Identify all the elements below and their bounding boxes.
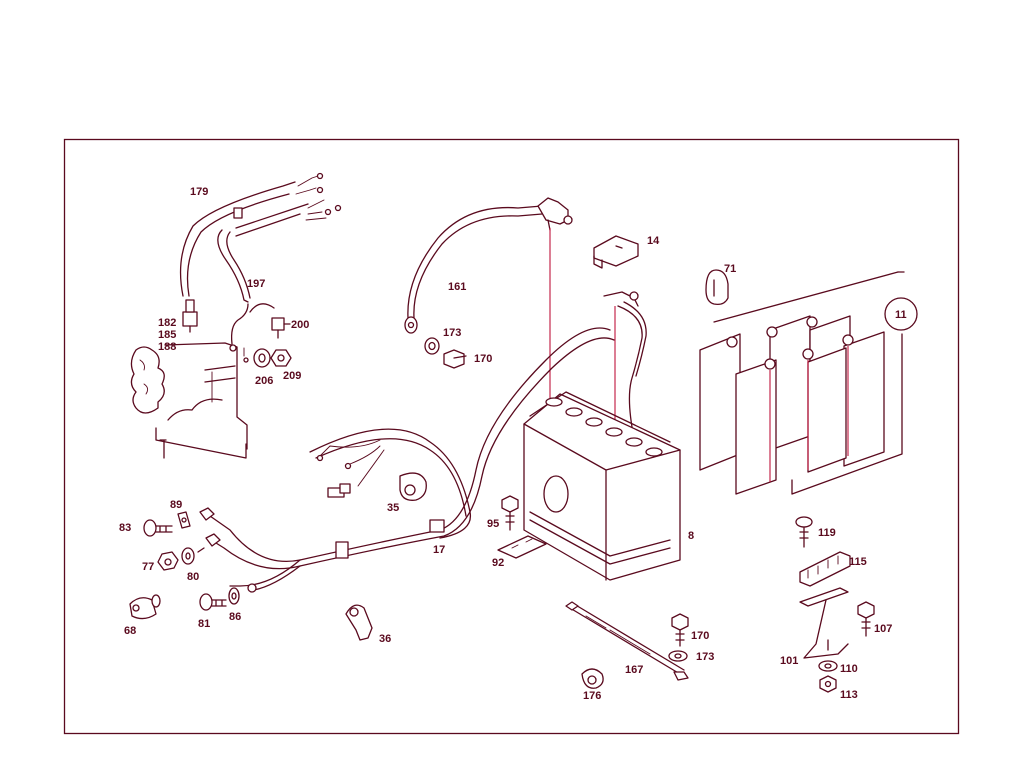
callout-71: 71: [724, 263, 736, 275]
part-14-bracket: [593, 235, 639, 269]
callout-170-upper: 170: [474, 353, 492, 365]
part-182-connector: [182, 299, 198, 333]
part-positive-cable: [603, 291, 647, 439]
callout-170-lower: 170: [691, 630, 709, 642]
part-36-bracket: [345, 604, 373, 641]
part-170-bolt-lower: [671, 613, 689, 647]
callout-92: 92: [492, 557, 504, 569]
callout-115: 115: [849, 556, 867, 568]
callout-81: 81: [198, 618, 210, 630]
callout-173-upper: 173: [443, 327, 461, 339]
battery-cell-caps: [545, 397, 663, 457]
part-101-bracket: [799, 587, 849, 659]
part-173-washer-lower: [668, 650, 688, 662]
callout-36: 36: [379, 633, 391, 645]
callout-101: 101: [780, 655, 798, 667]
callout-119: 119: [818, 527, 836, 539]
part-197-cable: [229, 303, 249, 352]
part-11-cell-pack: [699, 271, 918, 495]
callout-113: 113: [840, 689, 858, 701]
callout-83: 83: [119, 522, 131, 534]
part-77-nut: [157, 551, 179, 571]
callout-77: 77: [142, 561, 154, 573]
callout-86: 86: [229, 611, 241, 623]
callout-89: 89: [170, 499, 182, 511]
callout-80: 80: [187, 571, 199, 583]
part-113-nut: [819, 675, 837, 693]
callout-188: 188: [158, 341, 176, 353]
part-161-battery-cable: [404, 197, 573, 334]
part-110-washer: [818, 660, 838, 672]
part-95-bolt: [501, 495, 519, 531]
callout-68: 68: [124, 625, 136, 637]
part-92-plate: [497, 535, 547, 559]
part-167-ground-strap: [565, 601, 689, 681]
engine-block-outline: [130, 342, 248, 459]
part-89-clip: [177, 511, 191, 529]
callout-14: 14: [647, 235, 660, 247]
callout-110: 110: [840, 663, 858, 675]
callout-161: 161: [448, 281, 466, 293]
part-200-connector: [249, 303, 291, 339]
part-86-washer: [228, 587, 240, 605]
part-83-bolt: [143, 519, 173, 537]
callout-176: 176: [583, 690, 601, 702]
callout-200: 200: [291, 319, 309, 331]
callout-167: 167: [625, 664, 643, 676]
part-209-nut: [270, 349, 292, 367]
part-8-battery: [523, 391, 681, 581]
part-71-clip: [705, 269, 729, 306]
callout-179: 179: [190, 186, 208, 198]
callout-185: 185: [158, 329, 176, 341]
callout-35: 35: [387, 502, 399, 514]
callout-197: 197: [247, 278, 265, 290]
part-176-clamp: [581, 668, 604, 689]
callout-11: 11: [895, 309, 907, 321]
part-115-terminal-block: [799, 551, 851, 587]
callout-206: 206: [255, 375, 273, 387]
part-107-bolt: [857, 601, 875, 637]
part-173-washer-upper: [424, 337, 440, 355]
callout-8: 8: [688, 530, 694, 542]
part-206-nut: [253, 348, 271, 368]
part-35-clip: [399, 472, 427, 501]
harness-branch-wires: [197, 507, 301, 593]
callout-173-lower: 173: [696, 651, 714, 663]
callout-95: 95: [487, 518, 499, 530]
part-170-bolt-upper: [443, 349, 467, 369]
part-68-cap: [129, 594, 161, 620]
callout-209: 209: [283, 370, 301, 382]
callout-107: 107: [874, 623, 892, 635]
harness-connector-branch: [316, 439, 385, 498]
part-119-screw: [795, 516, 813, 548]
part-80-washer: [181, 547, 195, 565]
callout-11-circle: [884, 297, 918, 331]
callout-182: 182: [158, 317, 176, 329]
callout-17: 17: [433, 544, 445, 556]
diagram-frame: [63, 138, 960, 735]
part-179-harness: [179, 172, 342, 303]
part-17-main-cable: [299, 327, 615, 567]
part-81-bolt: [199, 593, 227, 611]
